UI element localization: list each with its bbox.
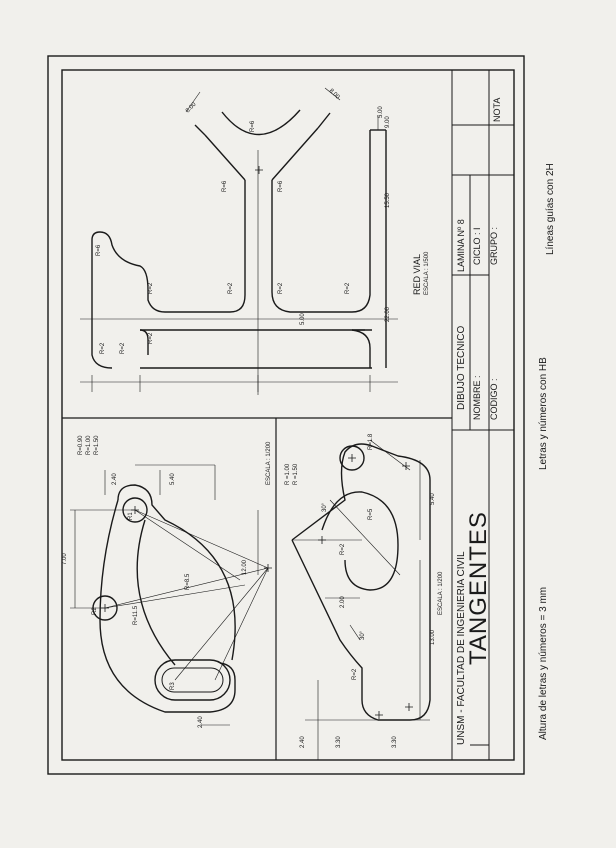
link-radius-4: R2 bbox=[92, 607, 98, 615]
hook-radius-1: R=1.8 bbox=[368, 433, 374, 450]
road-dimension-lines bbox=[80, 87, 398, 395]
hook-radii-legend-2: R =1.50 bbox=[293, 463, 299, 485]
road-radius-11: R=2 bbox=[148, 332, 154, 344]
hook-dim-5: 3.30 bbox=[392, 736, 398, 748]
link-construction-lines bbox=[70, 464, 269, 726]
road-dim-4: 5.00 bbox=[300, 313, 306, 325]
road-dim-6: 15.50 bbox=[385, 192, 391, 208]
hook-radius-2: R=5 bbox=[368, 508, 374, 520]
cycle-value: I bbox=[472, 227, 482, 230]
link-dim-1: 2.40 bbox=[112, 473, 118, 485]
title-block bbox=[451, 70, 514, 760]
link-radii-legend-1: R=0.90 bbox=[78, 435, 84, 455]
link-radius-5: R3 bbox=[170, 682, 176, 690]
hook-angle-1: 30° bbox=[322, 502, 328, 512]
center-marks bbox=[101, 166, 413, 719]
hook-dim-2: 13.00 bbox=[430, 629, 436, 645]
link-radii-legend-3: R=1.50 bbox=[94, 435, 100, 455]
cycle-label: CICLO : bbox=[472, 232, 482, 265]
link-drawing bbox=[92, 484, 236, 713]
road-title: RED VIAL bbox=[412, 253, 422, 295]
note-label: NOTA bbox=[492, 97, 502, 122]
hook-drawing bbox=[291, 443, 431, 721]
link-scale: ESCALA : 1/200 bbox=[266, 441, 272, 485]
link-radius-3: R1 bbox=[128, 512, 134, 520]
road-radius-1: R=6 bbox=[250, 120, 256, 132]
road-radius-8: R=2 bbox=[345, 282, 351, 294]
hook-dim-6: 2.00 bbox=[340, 596, 346, 608]
hook-dim-4: 3.30 bbox=[336, 736, 342, 748]
hook-dim-1: 5.40 bbox=[430, 493, 436, 505]
road-radius-6: R=2 bbox=[228, 282, 234, 294]
road-dim-5: 9.00 bbox=[385, 116, 391, 128]
letter-height-note: Altura de letras y números = 3 mm bbox=[538, 586, 549, 740]
hook-angle-2: 30° bbox=[360, 630, 366, 640]
name-label: NOMBRE : bbox=[472, 375, 482, 420]
plate-label: LAMINA Nº 8 bbox=[456, 219, 466, 272]
road-radius-10: R=2 bbox=[120, 342, 126, 354]
road-radius-7: R=2 bbox=[278, 282, 284, 294]
course-label: DIBUJO TECNICO bbox=[456, 325, 467, 410]
hb-note: Letras y números con HB bbox=[538, 357, 549, 470]
road-radius-5: R=2 bbox=[148, 282, 154, 294]
link-radius-1: R=8.5 bbox=[185, 573, 191, 590]
link-radius-2: R=11.5 bbox=[133, 605, 139, 625]
hook-radii-legend-1: R =1.00 bbox=[285, 463, 291, 485]
code-label: CODIGO : bbox=[489, 378, 499, 420]
hook-radius-3: R=2 bbox=[340, 543, 346, 555]
road-scale: ESCALA : 1/500 bbox=[424, 251, 430, 295]
link-radii-legend-2: R=1.00 bbox=[86, 435, 92, 455]
link-dim-2: 5.40 bbox=[170, 473, 176, 485]
link-dim-4: 12.00 bbox=[242, 559, 248, 575]
road-dim-7: 22.00 bbox=[385, 306, 391, 322]
hook-radius-4: R=2 bbox=[352, 668, 358, 680]
road-radius-4: R=6 bbox=[96, 244, 102, 256]
link-dim-3: 7.00 bbox=[62, 553, 68, 565]
road-radius-2: R=6 bbox=[222, 180, 228, 192]
group-label: GRUPO : bbox=[489, 226, 499, 265]
hook-dim-3: 2.40 bbox=[300, 736, 306, 748]
hook-scale: ESCALA : 1/200 bbox=[438, 571, 444, 615]
link-dim-5: 2.40 bbox=[198, 716, 204, 728]
inner-frame bbox=[61, 69, 515, 761]
outer-border bbox=[47, 55, 525, 775]
guide-lines-note: Líneas guías con 2H bbox=[545, 163, 556, 255]
road-dim-3: 5.00 bbox=[378, 106, 384, 118]
sheet-title: TANGENTES bbox=[465, 511, 492, 665]
road-radius-9: R=2 bbox=[100, 342, 106, 354]
road-network-drawing bbox=[91, 109, 387, 369]
road-radius-3: R=6 bbox=[278, 180, 284, 192]
hook-construction-lines bbox=[292, 439, 430, 760]
